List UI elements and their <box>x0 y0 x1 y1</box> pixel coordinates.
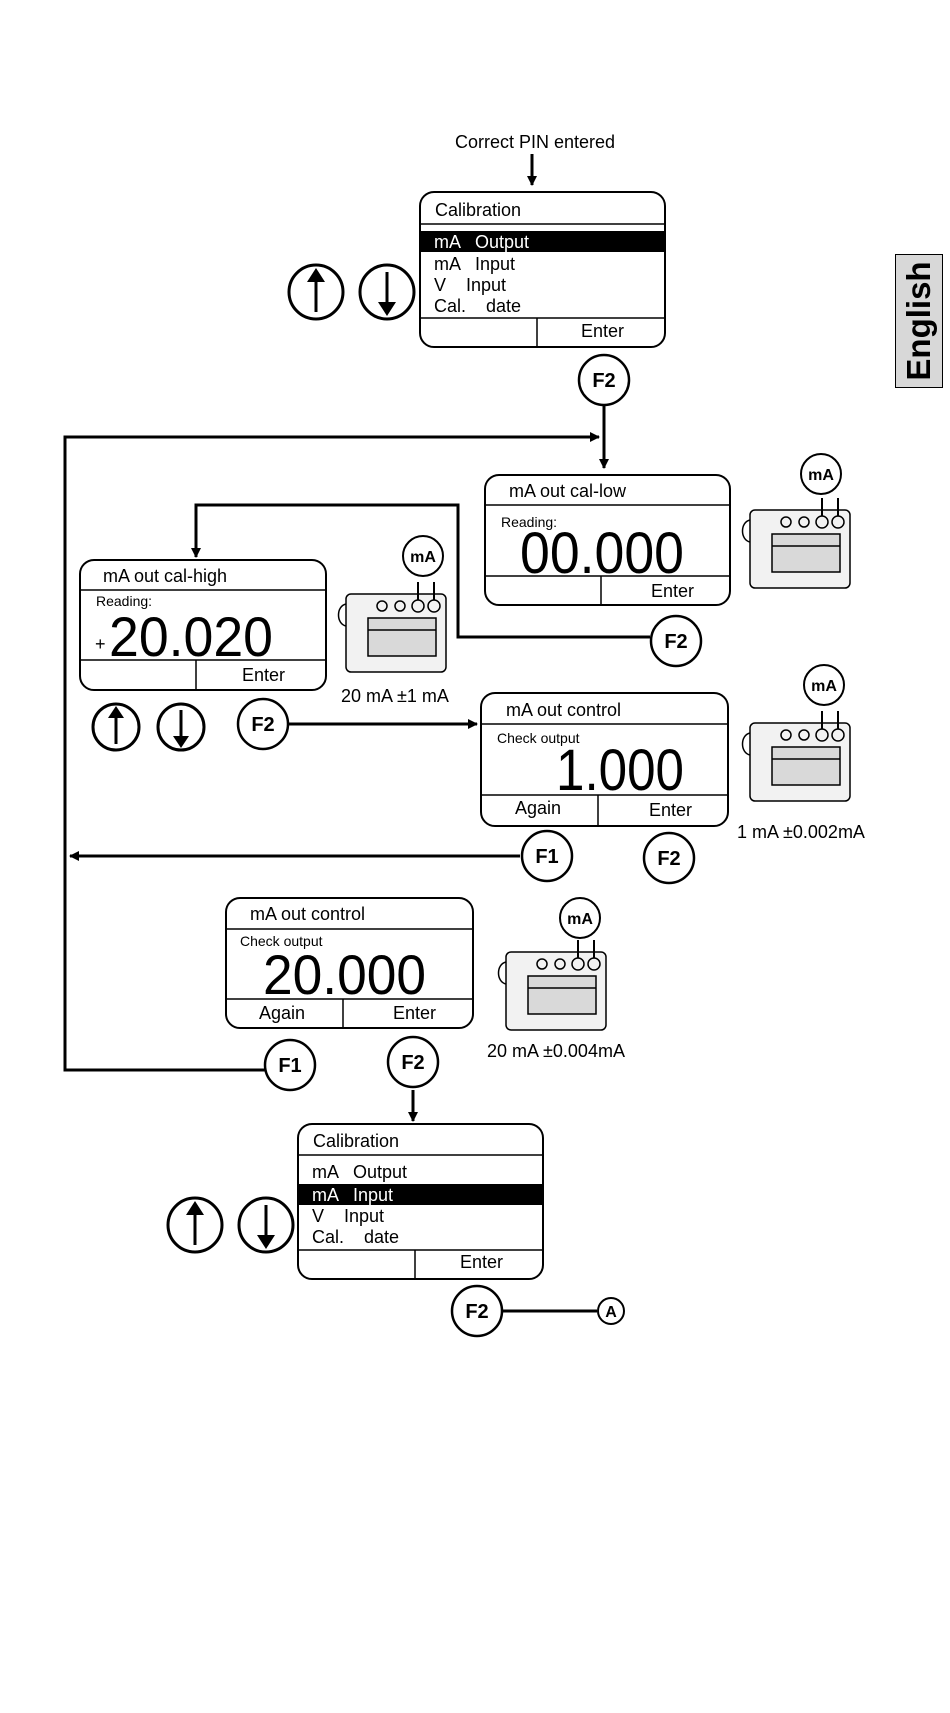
loop-line-back <box>63 432 600 1072</box>
svg-text:A: A <box>605 1304 617 1321</box>
screen-title: Calibration <box>313 1131 399 1151</box>
ma-icon: mA <box>803 664 845 706</box>
svg-text:F2: F2 <box>664 631 687 653</box>
svg-text:F2: F2 <box>657 848 680 870</box>
svg-text:mA: mA <box>808 467 834 484</box>
softkey-enter: Enter <box>649 800 692 820</box>
start-label: Correct PIN entered <box>455 132 615 152</box>
screen-calibration-bottom: Calibration mA Output mA Input V Input C… <box>297 1123 544 1280</box>
ma-icon: mA <box>559 897 601 939</box>
svg-text:F1: F1 <box>535 846 558 868</box>
menu-item-v-input: V Input <box>434 275 506 295</box>
screen-control-1: mA out control Check output 1.000 Again … <box>480 692 729 827</box>
menu-item-ma-output: mA Output <box>434 232 529 252</box>
f1-key-icon: F1 <box>520 829 574 883</box>
f2-key-icon: F2 <box>450 1284 504 1338</box>
svg-text:F2: F2 <box>401 1052 424 1074</box>
svg-text:F2: F2 <box>251 714 274 736</box>
output-value: 20.000 <box>263 943 426 1006</box>
softkey-enter: Enter <box>242 665 285 685</box>
softkey-again: Again <box>259 1003 305 1023</box>
svg-text:F1: F1 <box>278 1055 301 1077</box>
reading-label: Reading: <box>96 593 152 609</box>
menu-item-cal-date: Cal. date <box>434 296 521 316</box>
calibrator-device-icon: mA <box>741 453 851 589</box>
screen-calibration-top: Calibration mA Output mA Input V Input C… <box>419 191 666 348</box>
tolerance-label: 1 mA ±0.002mA <box>737 822 865 842</box>
screen-cal-high: mA out cal-high Reading: + 20.020 Enter <box>79 559 327 691</box>
function-keys: F2 F2 F2 F1 F2 F1 F2 F2 A <box>236 353 703 1338</box>
svg-text:mA: mA <box>567 911 593 928</box>
menu-item-ma-input: mA Input <box>434 254 515 274</box>
softkey-enter: Enter <box>393 1003 436 1023</box>
f2-key-icon: F2 <box>236 697 290 751</box>
reading-label: Reading: <box>501 514 557 530</box>
arrow-up-icon <box>166 1196 224 1254</box>
check-output-label: Check output <box>497 730 580 746</box>
f2-key-icon: F2 <box>577 353 631 407</box>
connector-a-icon: A <box>597 1297 625 1325</box>
svg-text:F2: F2 <box>592 370 615 392</box>
softkey-enter: Enter <box>460 1252 503 1272</box>
menu-item-cal-date: Cal. date <box>312 1227 399 1247</box>
calibrator-device-icon: mA <box>337 535 447 673</box>
menu-item-ma-output: mA Output <box>312 1162 407 1182</box>
tolerance-label: 20 mA ±1 mA <box>341 686 449 706</box>
f2-key-icon: F2 <box>642 831 696 885</box>
check-output-label: Check output <box>240 933 323 949</box>
language-tab: English <box>895 254 943 388</box>
screen-cal-low: mA out cal-low Reading: 00.000 Enter <box>484 474 731 606</box>
arrow-down-icon <box>358 263 416 321</box>
screen-control-20: mA out control Check output 20.000 Again… <box>225 897 474 1029</box>
calibrator-device-icon: mA <box>741 664 851 802</box>
f1-key-icon: F1 <box>263 1038 317 1092</box>
arrow-down-icon <box>156 702 206 752</box>
f2-key-icon: F2 <box>386 1035 440 1089</box>
screen-title: mA out cal-high <box>103 566 227 586</box>
menu-item-v-input: V Input <box>312 1206 384 1226</box>
softkey-enter: Enter <box>651 581 694 601</box>
svg-text:mA: mA <box>410 549 436 566</box>
f2-key-icon: F2 <box>649 614 703 668</box>
reading-value: 00.000 <box>520 521 684 586</box>
svg-text:F2: F2 <box>465 1301 488 1323</box>
ma-icon: mA <box>800 453 842 495</box>
tolerance-label: 20 mA ±0.004mA <box>487 1041 625 1061</box>
screen-title: Calibration <box>435 200 521 220</box>
ma-icon: mA <box>402 535 444 577</box>
screen-title: mA out cal-low <box>509 481 627 501</box>
arrow-up-icon <box>287 263 345 321</box>
screen-title: mA out control <box>250 904 365 924</box>
svg-text:mA: mA <box>811 678 837 695</box>
screen-title: mA out control <box>506 700 621 720</box>
menu-item-ma-input: mA Input <box>312 1185 393 1205</box>
nav-keys-middle <box>91 702 206 752</box>
softkey-again: Again <box>515 798 561 818</box>
selection-highlight <box>421 231 664 252</box>
arrow-to-cal-high <box>191 503 650 639</box>
arrow-up-icon <box>91 702 141 752</box>
nav-keys-bottom <box>166 1196 295 1254</box>
arrow-down-icon <box>237 1196 295 1254</box>
language-tab-label: English <box>900 261 937 381</box>
reading-value: 20.020 <box>109 605 273 668</box>
output-value: 1.000 <box>556 738 684 803</box>
selection-highlight <box>299 1184 542 1205</box>
nav-keys-top <box>287 263 416 321</box>
softkey-enter: Enter <box>581 321 624 341</box>
flow-lines <box>63 154 650 1313</box>
reading-sign: + <box>95 634 106 654</box>
calibrator-device-icon: mA <box>497 897 607 1031</box>
